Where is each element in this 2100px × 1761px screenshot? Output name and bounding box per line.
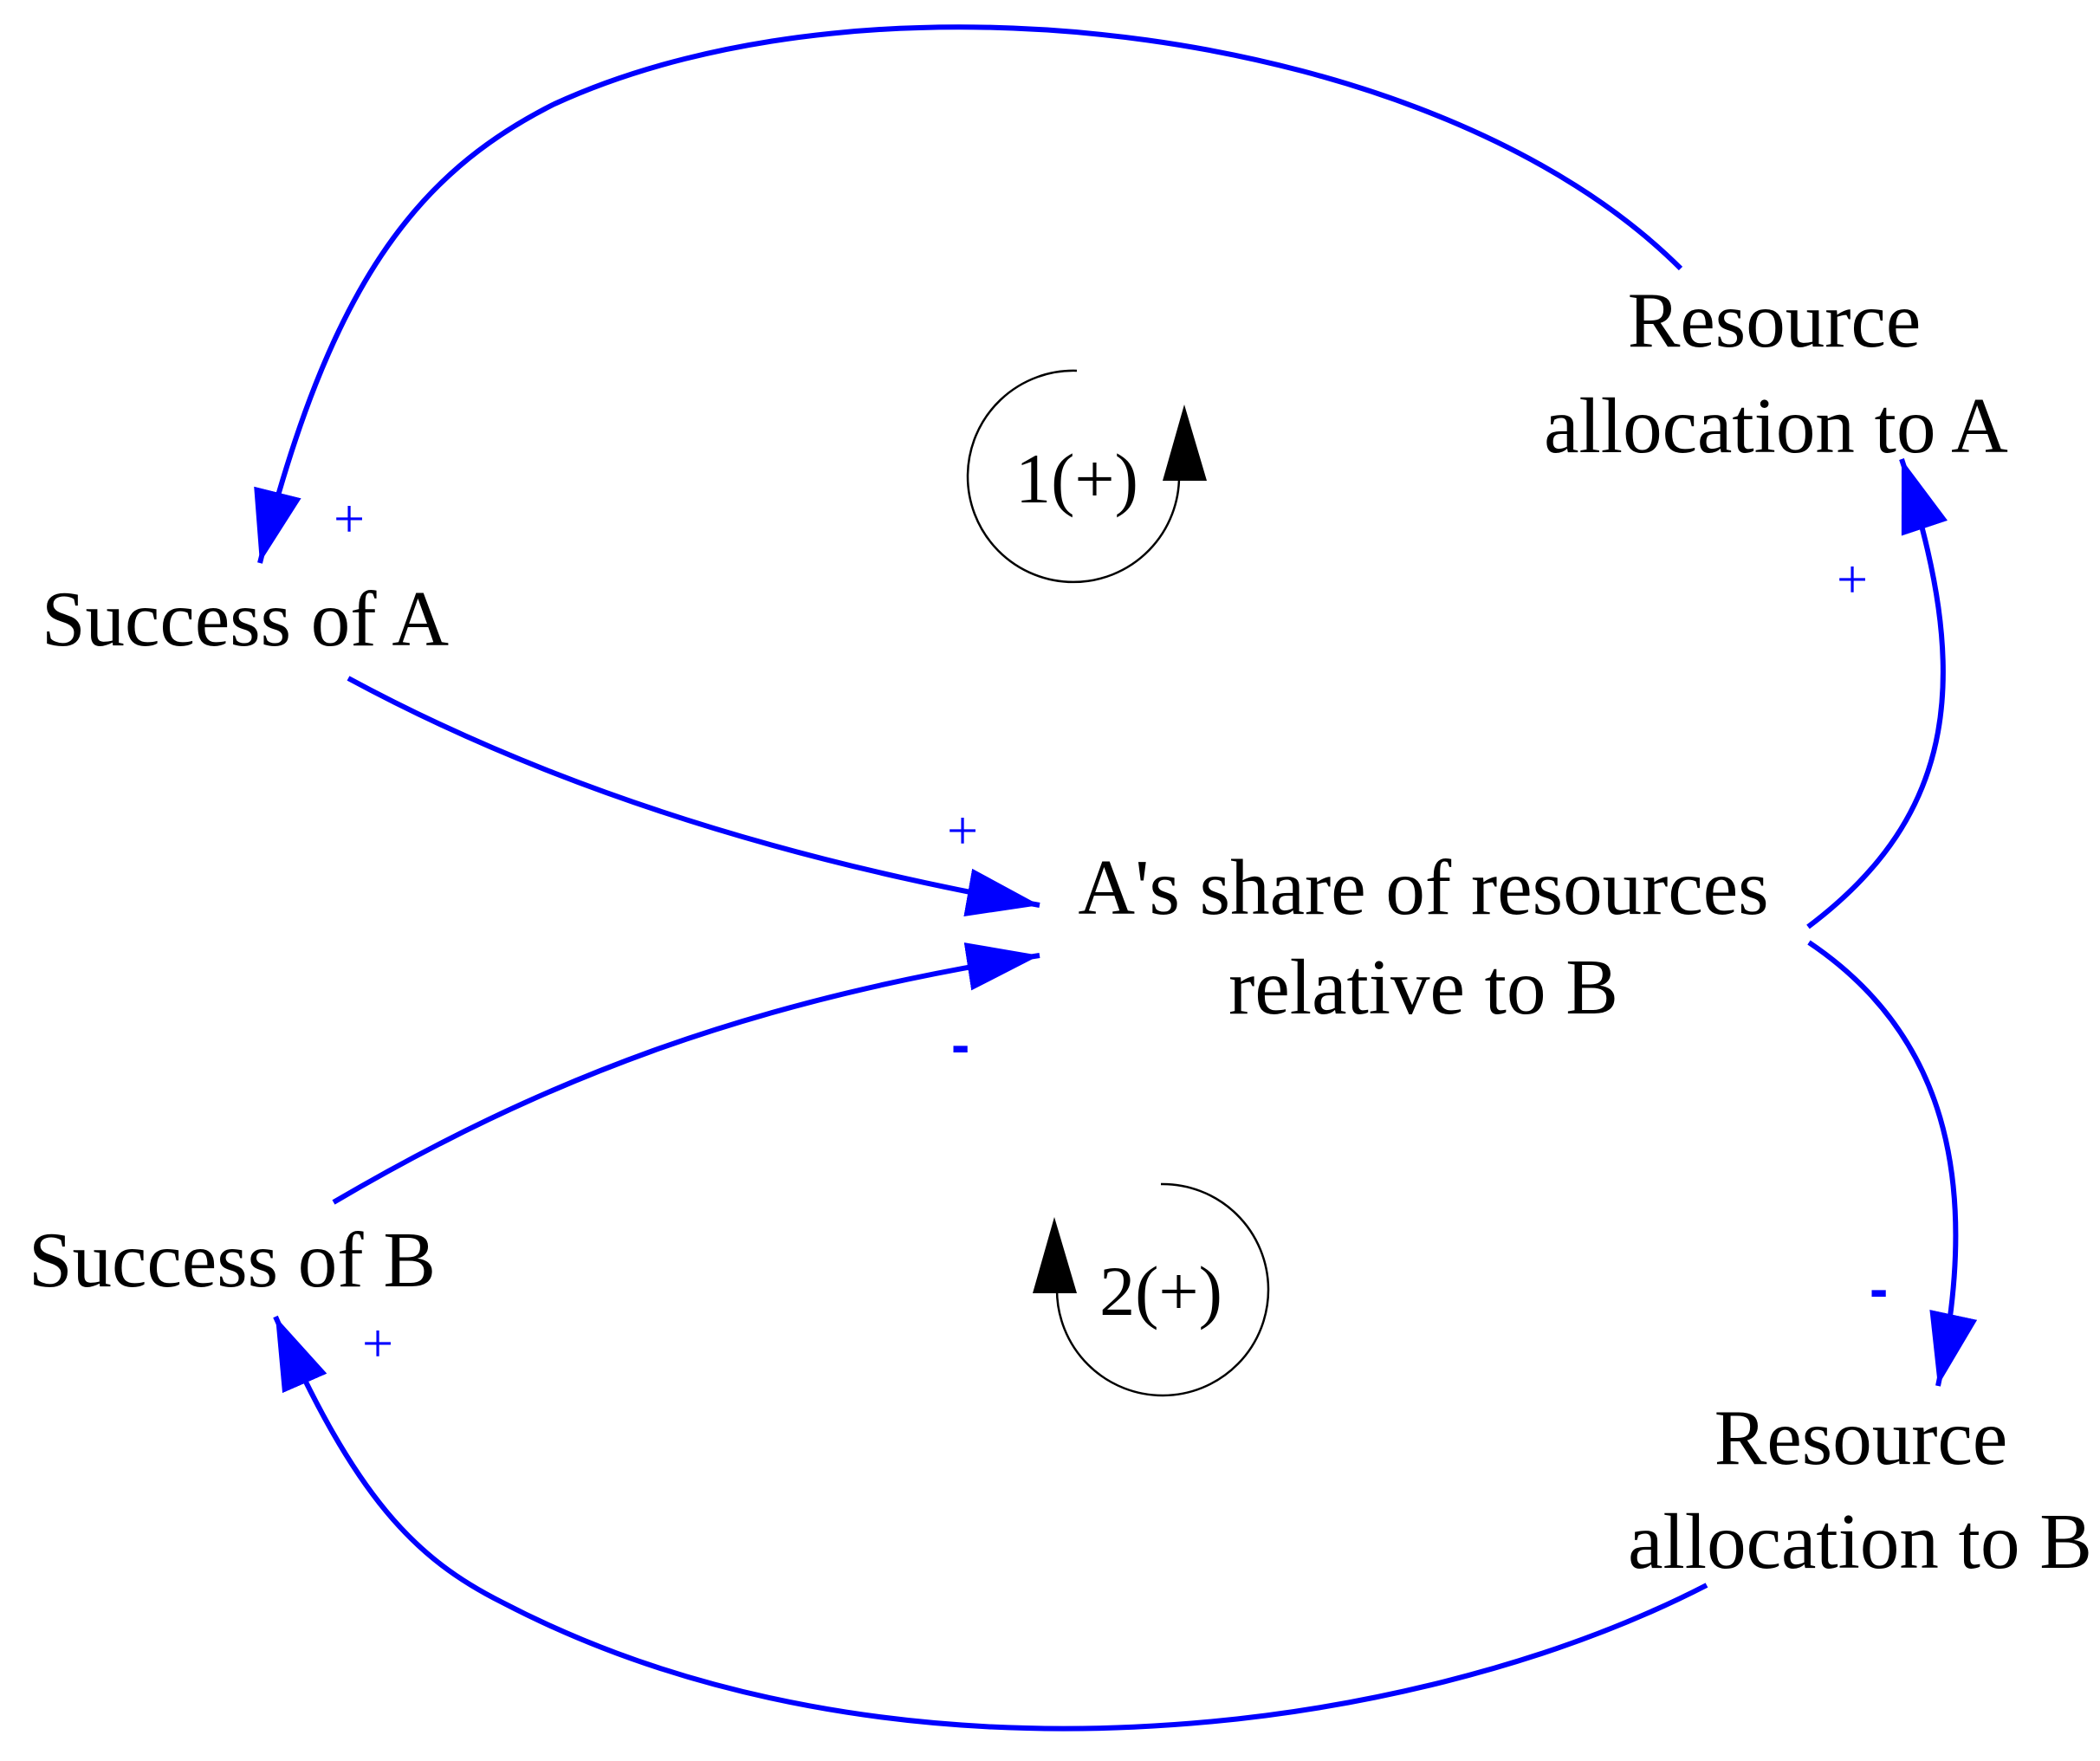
link-alloc-b-to-success-b xyxy=(273,1315,1708,1732)
variable-share-line-2: relative to B xyxy=(1228,943,1618,1031)
polarity-alloc-b-to-success-b: + xyxy=(362,1312,393,1374)
loop-1-label: 1(+) xyxy=(1015,439,1138,518)
variable-success-of-b: Success of B xyxy=(29,1216,436,1304)
variable-alloc-a-line-2: allocation to A xyxy=(1544,382,2008,469)
link-success-a-to-share xyxy=(347,676,1040,916)
variable-share-line-1: A's share of resources xyxy=(1078,844,1768,931)
polarity-share-to-alloc-a: + xyxy=(1837,548,1868,610)
polarity-share-to-alloc-b: - xyxy=(1870,1258,1888,1320)
variable-alloc-b-line-2: allocation to B xyxy=(1628,1498,2092,1585)
variable-alloc-a-line-1: Resource xyxy=(1628,276,1922,364)
loop-1-arc xyxy=(966,369,1181,584)
link-share-to-alloc-b xyxy=(1807,940,1978,1387)
link-success-b-to-share xyxy=(332,942,1040,1205)
variable-success-of-a: Success of A xyxy=(42,575,449,663)
variable-alloc-b-line-1: Resource xyxy=(1714,1394,2008,1481)
polarity-alloc-a-to-success-a: + xyxy=(334,488,365,549)
loop-2-arc xyxy=(1055,1182,1270,1397)
loop-2-arrowhead-icon xyxy=(1033,1217,1077,1293)
link-alloc-a-to-success-a xyxy=(254,24,1683,564)
link-share-to-alloc-a xyxy=(1806,458,1948,929)
loop-1-arrowhead-icon xyxy=(1163,405,1207,481)
loop-2-label: 2(+) xyxy=(1099,1252,1222,1330)
polarity-success-a-to-share: + xyxy=(947,800,978,861)
polarity-success-b-to-share: - xyxy=(951,1013,969,1076)
